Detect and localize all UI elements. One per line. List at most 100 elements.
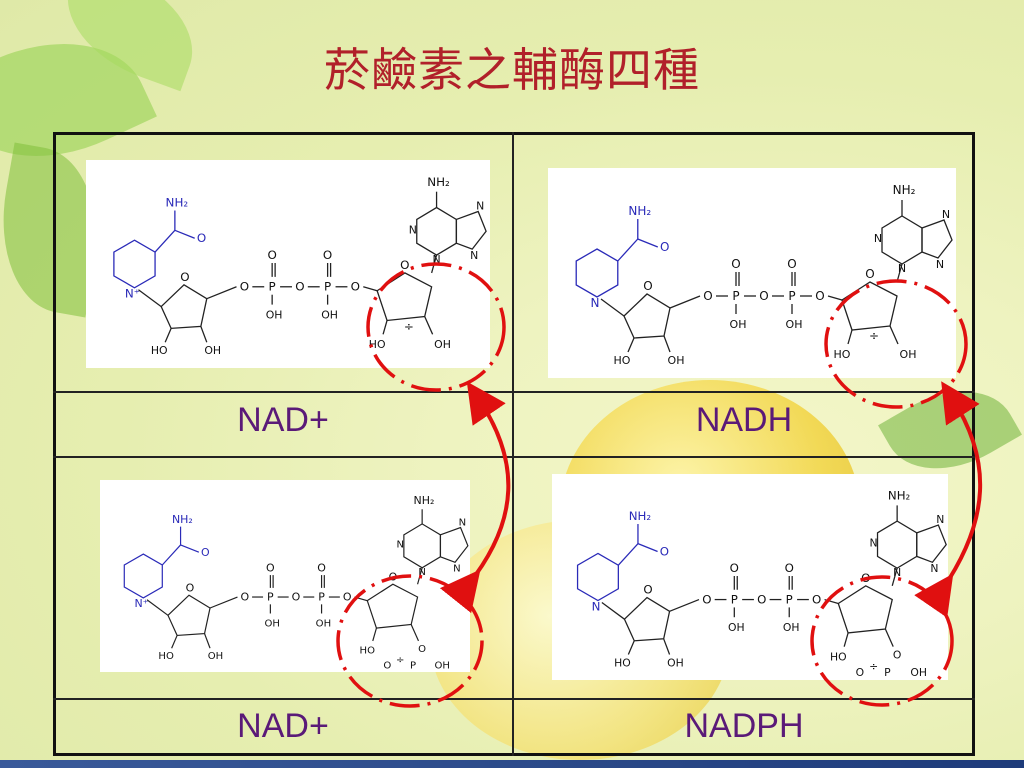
bridge-oxygen: O [757, 592, 766, 606]
bridge-oxygen: O [703, 289, 712, 303]
bridge-oxygen: O [351, 280, 360, 294]
adenine-nitrogen: N [409, 223, 417, 236]
phosphoryl-oxygen: O [267, 248, 276, 262]
phosphorus: P [410, 660, 416, 671]
adenine-nitrogen: N [476, 200, 484, 213]
bridge-oxygen: O [240, 280, 249, 294]
caption-nadp: NAD+ [237, 707, 329, 745]
ribose-oxygen: O [861, 571, 870, 585]
phosphoryl-oxygen: O [731, 257, 740, 271]
amide-oxygen: O [197, 231, 206, 245]
adenine-amine: NH₂ [427, 175, 450, 189]
adenine-nitrogen: N [459, 518, 467, 529]
adenine-nitrogen: N [942, 208, 950, 221]
phosphoryl-oxygen: O [383, 660, 391, 671]
hydroxyl-label: OH [728, 621, 745, 634]
hydroxyl-label: OH [321, 308, 338, 321]
hydroxyl-label: OH [668, 354, 685, 367]
ribose-oxygen: O [418, 644, 426, 655]
hydroxyl-label: HO [158, 651, 174, 662]
phosphoryl-oxygen: O [317, 561, 326, 574]
hydroxyl-label: OH [204, 344, 221, 357]
hydroxyl-label: OH [435, 660, 450, 671]
cleavage-mark: ÷ [869, 660, 878, 673]
row-divider [53, 698, 975, 700]
ring-nitrogen: N [591, 296, 600, 310]
hydroxyl-label: HO [360, 646, 376, 657]
hydroxyl-label: HO [834, 348, 851, 361]
bridge-oxygen: O [759, 289, 768, 303]
cleavage-mark: ÷ [869, 329, 879, 343]
adenine-nitrogen: N [936, 258, 944, 271]
amide-label: NH₂ [172, 513, 193, 526]
adenine-nitrogen: N [893, 566, 901, 579]
phosphoryl-oxygen: O [730, 561, 739, 575]
phosphorus: P [318, 591, 325, 604]
amide-label: NH₂ [628, 204, 651, 218]
phosphorus: P [788, 289, 795, 303]
phosphorus: P [324, 280, 331, 294]
ring-nitrogen: N⁺ [134, 597, 148, 610]
ring-nitrogen: N⁺ [125, 287, 140, 301]
row-divider [53, 456, 975, 458]
hydroxyl-label: OH [266, 308, 283, 321]
phosphoryl-oxygen: O [787, 257, 796, 271]
adenine-nitrogen: N [936, 513, 944, 526]
adenine-nitrogen: N [453, 563, 461, 574]
phosphorus: P [731, 592, 738, 606]
hydroxyl-label: HO [830, 650, 847, 663]
phosphoryl-oxygen: O [856, 666, 865, 679]
phosphoryl-oxygen: O [785, 561, 794, 575]
hydroxyl-label: HO [151, 344, 168, 357]
caption-nad: NAD+ [237, 401, 329, 439]
amide-oxygen: O [660, 240, 669, 254]
ribose-oxygen: O [400, 258, 409, 272]
phosphorus: P [732, 289, 739, 303]
adenine-nitrogen: N [874, 232, 882, 245]
slide-title: 菸鹼素之輔酶四種 [324, 43, 700, 97]
ribose-oxygen: O [389, 571, 398, 584]
ribose-oxygen: O [865, 267, 874, 281]
caption-nadph: NADPH [684, 707, 804, 745]
hydroxyl-label: OH [264, 618, 279, 629]
hydroxyl-label: HO [369, 338, 386, 351]
hydroxyl-label: OH [900, 348, 917, 361]
hydroxyl-label: OH [667, 656, 684, 669]
phosphorus: P [267, 591, 274, 604]
hydroxyl-label: OH [730, 318, 747, 331]
ribose-oxygen: O [643, 279, 652, 293]
hydroxyl-label: OH [434, 338, 451, 351]
hydroxyl-label: OH [910, 666, 927, 679]
ribose-oxygen: O [186, 582, 195, 595]
phosphoryl-oxygen: O [323, 248, 332, 262]
amide-oxygen: O [201, 546, 210, 559]
adenine-nitrogen: N [433, 253, 441, 266]
phosphorus: P [786, 592, 793, 606]
cleavage-mark: ÷ [396, 655, 404, 666]
row-divider [53, 391, 975, 393]
bridge-oxygen: O [292, 591, 301, 604]
slide-footer-bar [0, 760, 1024, 768]
bridge-oxygen: O [702, 592, 711, 606]
bridge-oxygen: O [295, 280, 304, 294]
bridge-oxygen: O [812, 592, 821, 606]
phosphoryl-oxygen: O [266, 561, 275, 574]
caption-nadh: NADH [695, 401, 793, 439]
adenine-nitrogen: N [470, 249, 478, 262]
hydroxyl-label: HO [614, 656, 631, 669]
adenine-amine: NH₂ [888, 489, 910, 503]
ribose-oxygen: O [180, 270, 189, 284]
bridge-oxygen: O [240, 591, 249, 604]
ribose-oxygen: O [643, 583, 652, 597]
adenine-nitrogen: N [930, 562, 938, 575]
amide-label: NH₂ [166, 196, 189, 210]
hydroxyl-label: OH [786, 318, 803, 331]
cleavage-mark: ÷ [404, 319, 414, 333]
adenine-amine: NH₂ [414, 494, 435, 507]
phosphorus: P [269, 280, 276, 294]
bridge-oxygen: O [343, 591, 352, 604]
